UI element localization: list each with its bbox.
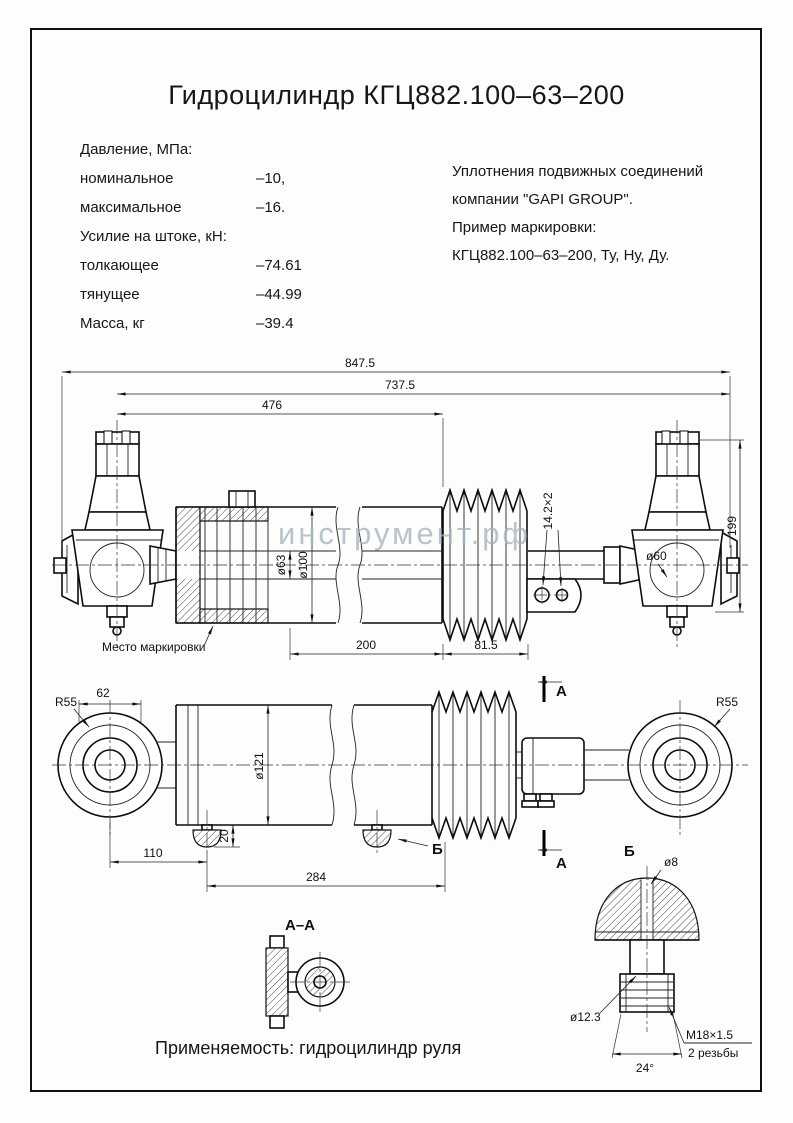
top-view: 847.5 737.5 476 199 14.2×2 ø63 ø100 ø60 [52,356,748,660]
port-boss [228,490,256,508]
rod-and-bracket-top [526,545,644,613]
drawing-title: Гидроцилиндр КГЦ882.100–63–200 [168,80,625,110]
dia-tube: ø100 [296,551,310,579]
spec-value: –10, [256,170,286,187]
drawing-border [30,28,762,1092]
watermark: инструмент.рф [278,516,531,551]
dia-ball: ø60 [646,549,667,563]
marking-label: Место маркировки [102,640,205,654]
spec-header-label: Усилие на штоке, кН: [80,228,227,245]
dim-200: 200 [356,638,376,652]
spec-row-mass: Масса, кг –39.4 [80,315,380,344]
spec-header-force: Усилие на штоке, кН: [80,228,380,257]
dim-height: 199 [725,516,739,536]
note-line: компании "GAPI GROUP". [452,191,633,208]
spec-label: номинальное [80,170,174,187]
spec-row-push: толкающее –74.61 [80,257,380,286]
dia-body: ø121 [252,752,266,780]
dia-rod: ø63 [274,554,288,575]
note-line: Пример маркировки: [452,219,597,236]
dim-holes: 14.2×2 [541,492,555,529]
note-line: Уплотнения подвижных соединений [452,163,704,180]
stud-top [269,935,285,949]
spec-block: Давление, МПа: номинальное –10, максимал… [80,141,380,344]
detail-title: Б [624,843,635,860]
dim-62: 62 [96,686,110,700]
thread-note: 2 резьбы [688,1046,738,1060]
spec-row-nominal: номинальное –10, [80,170,380,199]
section-letter-top: А [556,683,567,700]
dim-overall: 847.5 [345,356,375,370]
grease-plug-left [192,810,222,856]
bracket-plate [265,947,289,1017]
spec-header-pressure: Давление, МПа: [80,141,380,170]
spec-row-max: максимальное –16. [80,199,380,228]
radius-right: R55 [716,695,738,709]
dim-81: 81.5 [474,638,498,652]
dia-12: ø12.3 [570,1010,601,1024]
spec-label: Масса, кг [80,315,145,332]
spec-header-label: Давление, МПа: [80,141,193,158]
spec-value: –74.61 [256,257,302,274]
section-letter-bottom: А [556,855,567,872]
section-title: А–А [285,917,315,934]
dim-737: 737.5 [385,378,415,392]
radius-left: R55 [55,695,77,709]
notes-block: Уплотнения подвижных соединений компании… [452,158,703,270]
clamp-block [516,737,629,808]
spec-row-pull: тянущее –44.99 [80,286,380,315]
front-view: 62 R55 R55 ø121 20 110 284 А А Б [52,676,748,892]
detail-callout: Б [432,841,443,858]
dim-476: 476 [262,398,282,412]
spec-value: –16. [256,199,286,216]
section-aa: А–А [265,917,350,1029]
stud-bottom [269,1015,285,1029]
thread-spec: M18×1.5 [686,1028,733,1042]
note-line: КГЦ882.100–63–200, Ту, Ну, Ду. [452,247,670,264]
application-note: Применяемость: гидроцилиндр руля [155,1038,462,1058]
spec-label: максимальное [80,199,182,216]
right-tie-rod-end [631,430,740,636]
detail-b: Б ø8 ø12.3 M18×1.5 2 резьбы [570,843,752,1075]
spec-label: толкающее [80,257,159,274]
grease-plug-right [362,810,392,856]
dim-284: 284 [306,870,326,884]
left-tie-rod-end [53,430,164,636]
spec-value: –44.99 [256,286,302,303]
dia-8: ø8 [664,855,678,869]
cylinder-body-top [175,490,443,624]
dim-angle: 24° [636,1061,654,1075]
spec-value: –39.4 [256,315,294,332]
dim-110: 110 [143,846,162,860]
dim-20: 20 [217,829,231,843]
spec-label: тянущее [80,286,140,303]
